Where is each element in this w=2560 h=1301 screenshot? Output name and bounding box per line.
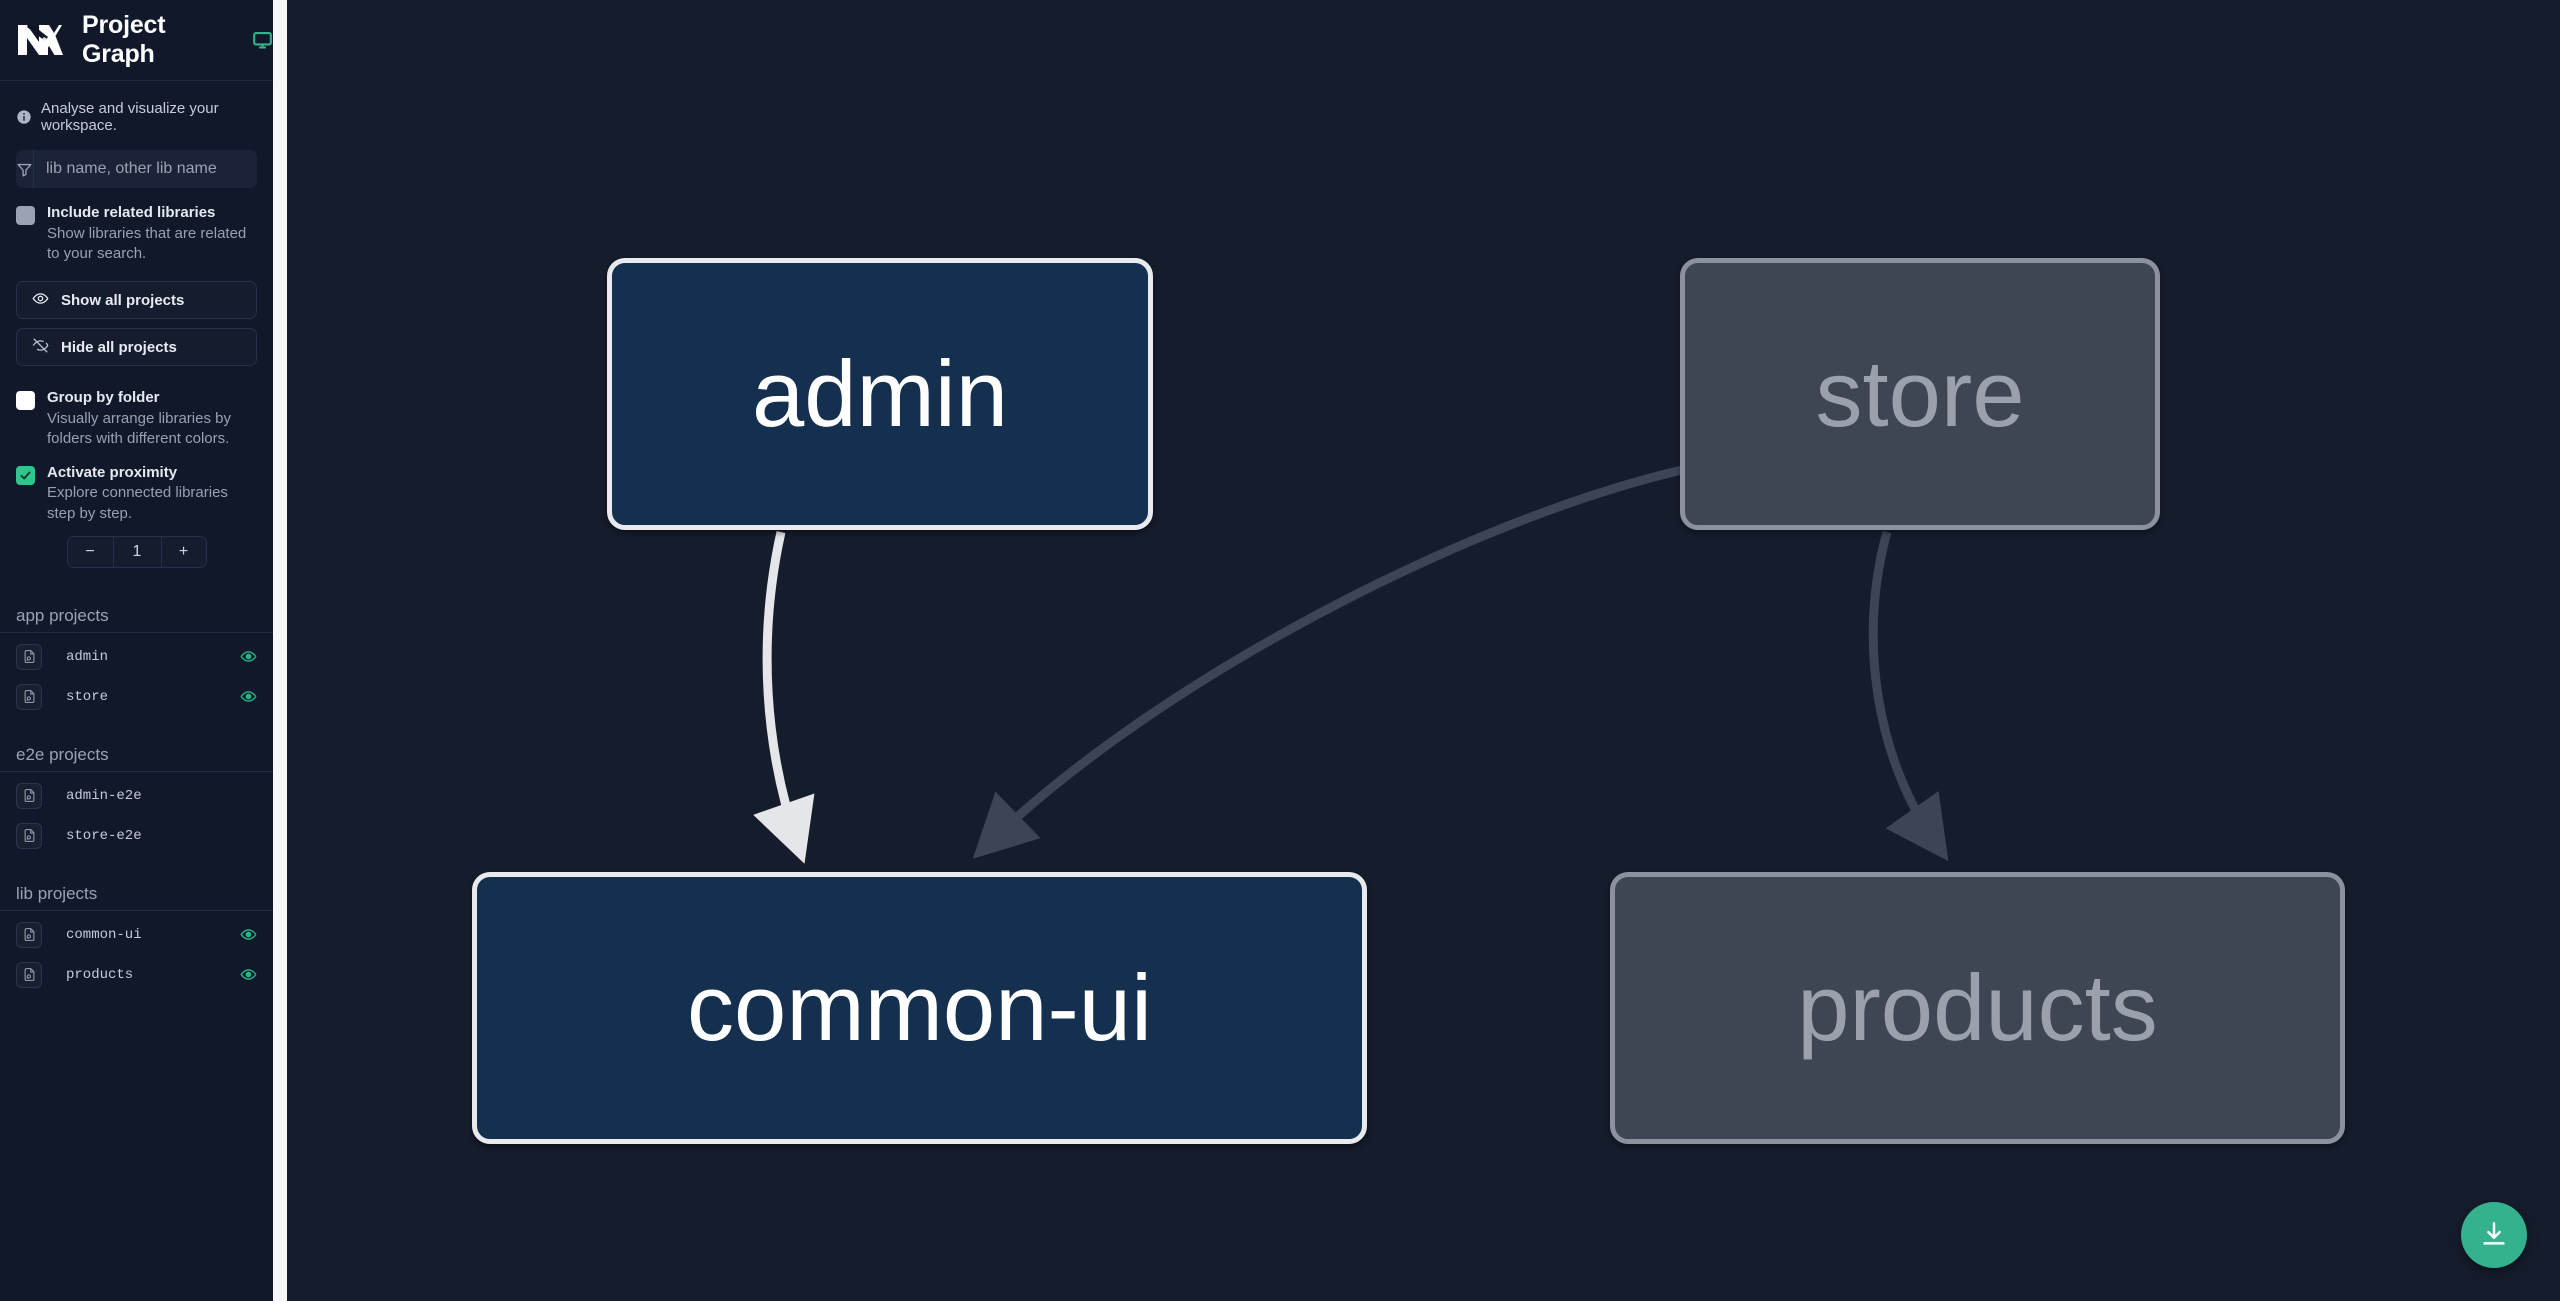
eye-icon: [32, 290, 49, 311]
option-description: Visually arrange libraries by folders wi…: [47, 410, 231, 448]
tagline-text: Analyse and visualize your workspace.: [41, 100, 219, 134]
hide-all-projects-button[interactable]: Hide all projects: [16, 328, 257, 367]
sidebar-header: Project Graph: [0, 0, 273, 81]
project-file-icon: [16, 961, 42, 988]
project-row-admin-e2e[interactable]: admin-e2e: [0, 776, 273, 816]
project-group-e2e: e2e projects admin-e2e: [0, 745, 273, 856]
search-input[interactable]: [34, 150, 257, 188]
project-visible-eye-icon[interactable]: [240, 966, 257, 983]
filter-icon: [16, 150, 34, 188]
download-image-button[interactable]: [2461, 1202, 2527, 1268]
project-row-products[interactable]: products: [0, 955, 273, 995]
project-file-icon: [16, 782, 42, 809]
page-title: Project Graph: [82, 11, 166, 68]
project-row-common-ui[interactable]: common-ui: [0, 915, 273, 955]
project-row-store[interactable]: store: [0, 677, 273, 717]
option-activate-proximity[interactable]: Activate proximity Explore connected lib…: [0, 450, 273, 524]
edge-admin-to-common-ui: [753, 531, 815, 864]
nx-logo-icon: [16, 21, 63, 59]
project-visible-eye-icon[interactable]: [240, 926, 257, 943]
edge-store-to-common-ui: [972, 465, 1684, 859]
option-label: Group by folder: [47, 389, 160, 407]
edge-store-to-products: [1868, 530, 1949, 862]
eye-off-icon: [32, 337, 49, 358]
graph-node-label: store: [1815, 341, 2025, 446]
graph-node-store[interactable]: store: [1680, 258, 2160, 530]
project-name: store-e2e: [66, 827, 142, 844]
proximity-decrement-button[interactable]: −: [67, 536, 113, 567]
project-list: admin-e2e store-e2e: [0, 776, 273, 856]
project-name: store: [66, 688, 109, 705]
download-icon: [2479, 1219, 2509, 1252]
project-list: admin store: [0, 637, 273, 717]
option-include-related-libraries[interactable]: Include related libraries Show libraries…: [0, 188, 273, 264]
show-all-projects-button[interactable]: Show all projects: [16, 281, 257, 320]
project-file-icon: [16, 683, 42, 710]
option-description: Explore connected libraries step by step…: [47, 484, 228, 522]
option-text-group: Activate proximity Explore connected lib…: [47, 464, 257, 524]
info-icon: [16, 109, 32, 125]
project-row-admin[interactable]: admin: [0, 637, 273, 677]
project-group-lib: lib projects common-ui: [0, 884, 273, 995]
project-file-icon: [16, 822, 42, 849]
project-group-app: app projects admin: [0, 606, 273, 717]
project-group-title: app projects: [0, 606, 273, 633]
show-all-projects-label: Show all projects: [61, 291, 185, 309]
project-file-icon: [16, 921, 42, 948]
project-name: common-ui: [66, 926, 142, 943]
sidebar-resize-handle[interactable]: [273, 0, 287, 1301]
tagline: Analyse and visualize your workspace.: [0, 81, 273, 134]
option-description: Show libraries that are related to your …: [47, 224, 247, 262]
sidebar: Project Graph Analyse and visualize your…: [0, 0, 273, 1301]
proximity-stepper[interactable]: − 1 +: [66, 535, 207, 568]
option-text-group: Group by folder Visually arrange librari…: [47, 389, 257, 449]
graph-canvas[interactable]: admin store common-ui products: [287, 0, 2560, 1301]
project-visible-eye-icon[interactable]: [240, 688, 257, 705]
project-group-title: e2e projects: [0, 745, 273, 772]
project-group-title: lib projects: [0, 884, 273, 911]
include-related-libraries-checkbox[interactable]: [16, 206, 35, 225]
proximity-increment-button[interactable]: +: [160, 536, 206, 567]
project-name: products: [66, 966, 134, 983]
project-row-store-e2e[interactable]: store-e2e: [0, 816, 273, 856]
proximity-stepper-wrap: − 1 +: [0, 524, 273, 568]
graph-node-admin[interactable]: admin: [607, 258, 1153, 530]
monitor-icon[interactable]: [252, 30, 273, 51]
option-group-by-folder[interactable]: Group by folder Visually arrange librari…: [0, 375, 273, 449]
hide-all-projects-label: Hide all projects: [61, 338, 177, 356]
activate-proximity-checkbox[interactable]: [16, 465, 35, 485]
graph-node-label: products: [1797, 955, 2158, 1060]
graph-node-products[interactable]: products: [1610, 872, 2345, 1144]
group-by-folder-checkbox[interactable]: [16, 391, 35, 411]
project-file-icon: [16, 643, 42, 670]
proximity-value: 1: [112, 536, 161, 567]
search-section: [0, 134, 273, 188]
graph-node-label: common-ui: [687, 955, 1152, 1060]
option-label: Activate proximity: [47, 463, 178, 481]
visibility-buttons: Show all projects Hide all projects: [0, 264, 273, 367]
project-name: admin: [66, 648, 109, 665]
option-text-group: Include related libraries Show libraries…: [47, 204, 257, 264]
project-visible-eye-icon[interactable]: [240, 648, 257, 665]
graph-edges: [753, 465, 1949, 864]
graph-node-label: admin: [751, 341, 1009, 446]
project-list: common-ui produc: [0, 915, 273, 995]
project-name: admin-e2e: [66, 787, 142, 804]
search-box[interactable]: [16, 150, 257, 188]
option-label: Include related libraries: [47, 204, 216, 221]
graph-node-common-ui[interactable]: common-ui: [472, 872, 1367, 1144]
